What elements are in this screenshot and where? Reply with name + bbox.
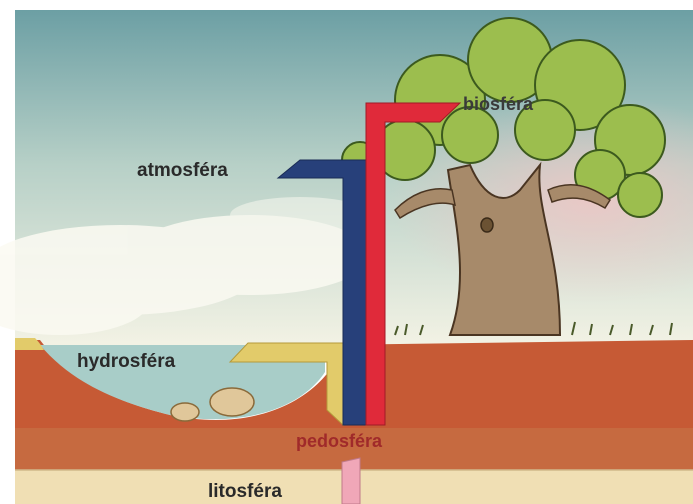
rock	[210, 388, 254, 416]
atmosphere-label: atmosféra	[137, 161, 228, 180]
rock	[171, 403, 199, 421]
tree-knot	[481, 218, 493, 232]
hydrosphere-label: hydrosféra	[77, 352, 175, 371]
biosphere-label: biosféra	[463, 95, 533, 113]
pedosphere-label: pedosféra	[296, 432, 382, 450]
pedosphere-arrow	[342, 458, 360, 504]
lithosphere-label: litosféra	[208, 482, 282, 501]
